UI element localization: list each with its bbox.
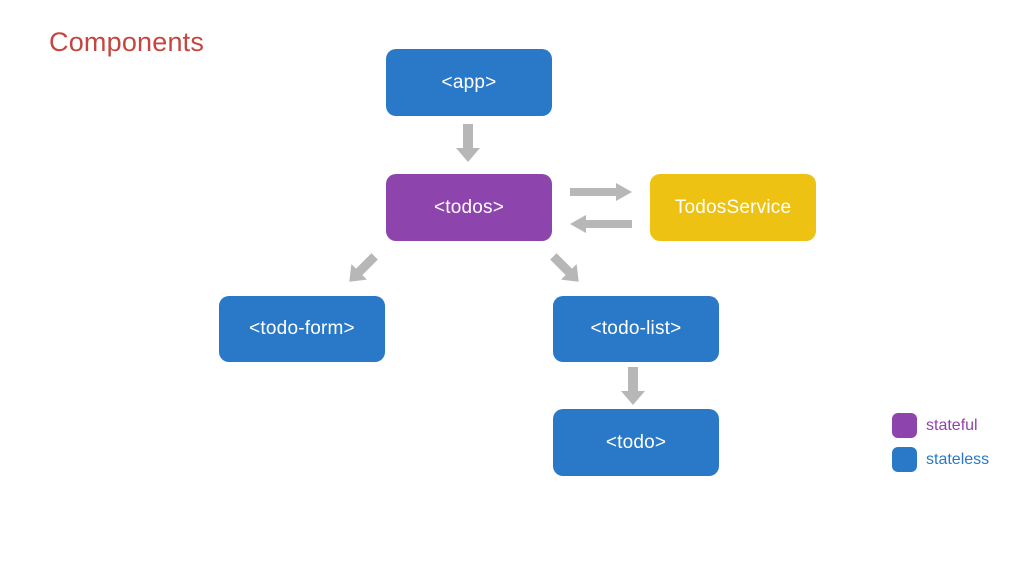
legend: stateful stateless (892, 413, 989, 481)
node-todo-form-label: <todo-form> (249, 318, 355, 339)
node-app: <app> (386, 49, 552, 116)
node-todo-form: <todo-form> (219, 296, 385, 362)
node-todos-service: TodosService (650, 174, 816, 241)
node-todo: <todo> (553, 409, 719, 476)
stateful-swatch-icon (892, 413, 917, 438)
node-todos-service-label: TodosService (674, 196, 792, 218)
slide-title: Components (49, 27, 205, 57)
arrow-down-left-icon (341, 248, 382, 289)
arrow-down-icon (456, 124, 480, 162)
legend-label-stateful: stateful (926, 416, 978, 434)
arrow-left-icon (570, 215, 632, 233)
node-todos-label: <todos> (433, 196, 505, 218)
node-todo-list: <todo-list> (553, 296, 719, 362)
node-todo-list-label: <todo-list> (590, 318, 682, 339)
legend-item-stateless: stateless (892, 447, 989, 472)
stateless-swatch-icon (892, 447, 917, 472)
arrow-down-icon (621, 367, 645, 405)
arrow-right-icon (570, 183, 632, 201)
node-todo-label: <todo> (605, 431, 667, 453)
node-todos: <todos> (386, 174, 552, 241)
legend-label-stateless: stateless (926, 450, 990, 468)
legend-item-stateful: stateful (892, 413, 989, 438)
node-app-label: <app> (441, 71, 497, 93)
arrow-down-right-icon (545, 248, 586, 289)
